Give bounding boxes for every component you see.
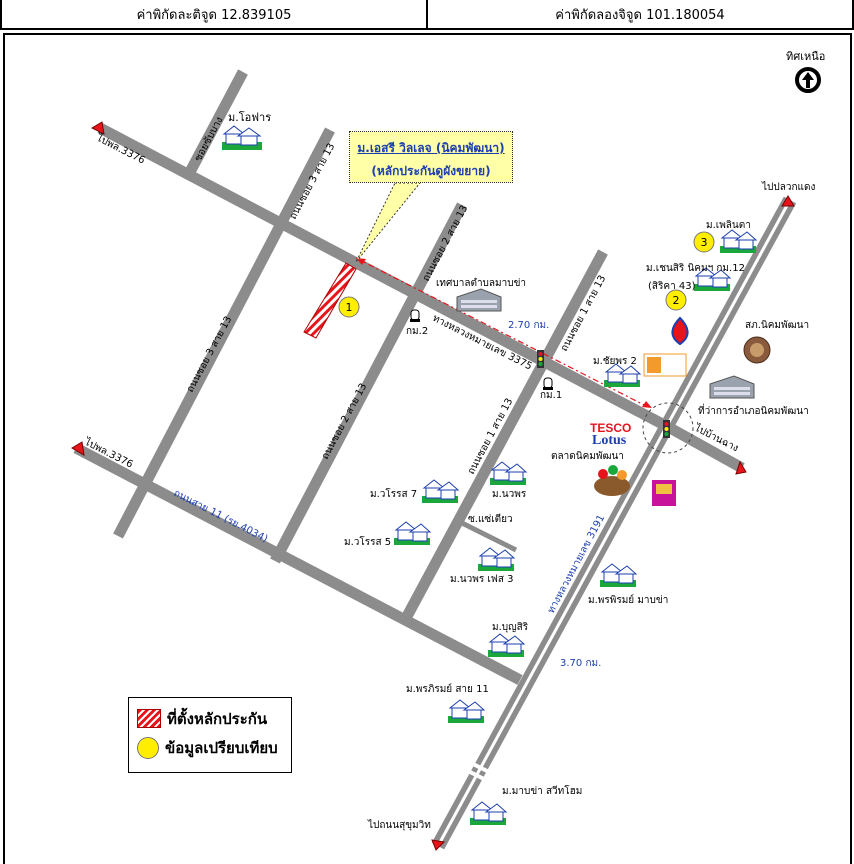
road-3375 xyxy=(97,123,673,433)
place-sirika: (สิริคา 43) xyxy=(648,281,696,292)
marker-number: 2 xyxy=(673,294,680,307)
road-soi2-13-b-label: ถนนซอย 2 สาย 13 xyxy=(320,382,369,462)
house-icon xyxy=(478,547,516,571)
map-frame xyxy=(3,33,852,864)
house-icon xyxy=(694,267,732,291)
north-label: ทิศเหนือ xyxy=(786,50,825,63)
legend-row-collateral: ที่ตั้งหลักประกัน xyxy=(137,705,291,732)
milestone-icon xyxy=(410,309,420,322)
longitude-cell: ค่าพิกัดลองจิจูด 101.180054 xyxy=(428,0,854,30)
place-m-phornpirom-mabkha: ม.พรพิรมย์ มาบข่า xyxy=(588,594,668,606)
house-icons xyxy=(222,125,758,825)
callout-title: ม.เอสรี วิลเลจ (นิคมพัฒนา) xyxy=(357,141,505,155)
place-to-plaukdaeng: ไปปลวกแดง xyxy=(761,181,815,193)
road-soi-saekiew xyxy=(460,520,518,553)
place-m-phloenta: ม.เพลินตา xyxy=(706,220,751,231)
store-icon xyxy=(643,353,687,377)
road-end-arrows xyxy=(71,121,795,851)
house-icon xyxy=(490,461,528,485)
gas-station-icon xyxy=(671,316,689,346)
comparison-marker-1: 1 xyxy=(338,296,360,318)
place-sor-nikom: สภ.นิคมพัฒนา xyxy=(745,320,809,331)
collateral-swatch-icon xyxy=(137,709,161,728)
place-m-warot5: ม.วโรรส 5 xyxy=(344,535,391,548)
road-soi2-13-a-label: ถนนซอย 2 สาย 13 xyxy=(421,204,470,284)
marker-number: 3 xyxy=(701,236,708,249)
house-icon xyxy=(394,521,432,545)
place-to-sukhumvit: ไปถนนสุขุมวิท xyxy=(367,819,431,831)
north-arrow-icon xyxy=(795,67,821,93)
traffic-light-icon xyxy=(663,420,670,438)
place-amphoe-office: ที่ว่าการอำเภอนิคมพัฒนา xyxy=(698,403,809,417)
road-soi-subbang-label: ซอยซับบาง xyxy=(193,115,226,163)
highway-3191 xyxy=(431,196,797,850)
road-11-label: ถนนสาย 11 (รย.4034) xyxy=(172,488,270,545)
road-soi3-13 xyxy=(113,127,335,539)
road-break-icon xyxy=(464,758,501,789)
place-market: ตลาดนิคมพัฒนา xyxy=(551,451,624,462)
road-3375-east xyxy=(667,423,745,473)
distance-2: 3.70 กม. xyxy=(560,658,601,669)
legend-comparison-label: ข้อมูลเปรียบเทียบ xyxy=(165,738,278,757)
comparison-circle-icon xyxy=(137,736,159,759)
callout-subtitle: (หลักประกันดูผังขยาย) xyxy=(371,164,491,178)
legend-row-comparison: ข้อมูลเปรียบเทียบ xyxy=(137,734,291,761)
arrow-end-icon xyxy=(431,839,446,851)
road-network xyxy=(73,69,745,685)
place-m-ofar: ม.โอฟาร xyxy=(228,110,271,124)
map-legend: ที่ตั้งหลักประกัน ข้อมูลเปรียบเทียบ xyxy=(128,697,292,773)
shop-sign-icon xyxy=(656,484,672,494)
house-icon xyxy=(600,563,638,587)
tesco-logo: TESCO xyxy=(590,421,631,435)
intersection-circle xyxy=(642,402,694,454)
coordinate-header: ค่าพิกัดละติจูด 12.839105 ค่าพิกัดลองจิจ… xyxy=(0,0,854,30)
collateral-callout: ม.เอสรี วิลเลจ (นิคมพัฒนา) (หลักประกันดู… xyxy=(349,131,513,183)
collateral-site xyxy=(303,262,357,339)
arrow-end-icon xyxy=(71,441,85,456)
legend-collateral-label: ที่ตั้งหลักประกัน xyxy=(167,709,268,728)
place-m-mabkha-sweet: ม.มาบข่า สวีทโฮม xyxy=(502,784,582,797)
road-soi2-13 xyxy=(270,202,467,564)
distance-line xyxy=(355,257,652,409)
place-m-nawaporn: ม.นวพร xyxy=(492,489,527,500)
callout-pointer xyxy=(355,182,422,263)
place-km1: กม.1 xyxy=(540,390,562,401)
marker-number: 1 xyxy=(346,301,353,314)
comparison-marker-2: 2 xyxy=(665,289,687,311)
road-soi1-13 xyxy=(400,249,608,623)
road-11 xyxy=(73,443,523,685)
road-soi3-13-b-label: ถนนซอย 3 สาย 13 xyxy=(185,315,234,395)
place-m-nawaporn-ville3: ม.นวพร เฟส 3 xyxy=(450,574,514,585)
place-km2: กม.2 xyxy=(406,326,428,337)
arrow-end-icon xyxy=(781,195,795,207)
building-icon xyxy=(709,375,755,399)
road-soi-subbang xyxy=(185,69,248,175)
place-m-phornpirom11: ม.พรภิรมย์ สาย 11 xyxy=(406,683,489,695)
house-icon xyxy=(604,363,642,387)
place-m-boonsiri: ม.บุญสิริ xyxy=(492,622,529,633)
place-m-warot7: ม.วโรรส 7 xyxy=(370,487,417,500)
house-icon xyxy=(448,699,486,723)
place-m-chaiyaporn: ม.ชัยพร 2 xyxy=(593,356,637,367)
market-basket-icon xyxy=(594,465,630,496)
building-icon xyxy=(456,288,502,312)
police-badge-icon xyxy=(743,336,771,364)
lotus-logo: Lotus xyxy=(592,433,627,448)
latitude-cell: ค่าพิกัดละติจูด 12.839105 xyxy=(0,0,428,30)
comparison-marker-3: 3 xyxy=(693,231,715,253)
house-icon xyxy=(222,125,262,150)
place-m-chensiri: ม.เชนสิริ นิคมฯ กม.12 xyxy=(646,263,745,274)
traffic-light-icon xyxy=(537,350,544,368)
house-icon xyxy=(422,479,460,503)
arrow-end-icon xyxy=(735,460,747,475)
distance-1: 2.70 กม. xyxy=(508,320,549,331)
milestone-icon xyxy=(543,377,553,390)
place-tessaban: เทศบาลตำบลมาบข่า xyxy=(436,278,526,289)
house-icon xyxy=(488,633,526,657)
house-icon xyxy=(720,229,758,253)
house-icon xyxy=(470,801,508,825)
arrow-end-icon xyxy=(90,121,105,135)
place-soi-saekiew: ซ.แซ่เตียว xyxy=(468,513,513,525)
